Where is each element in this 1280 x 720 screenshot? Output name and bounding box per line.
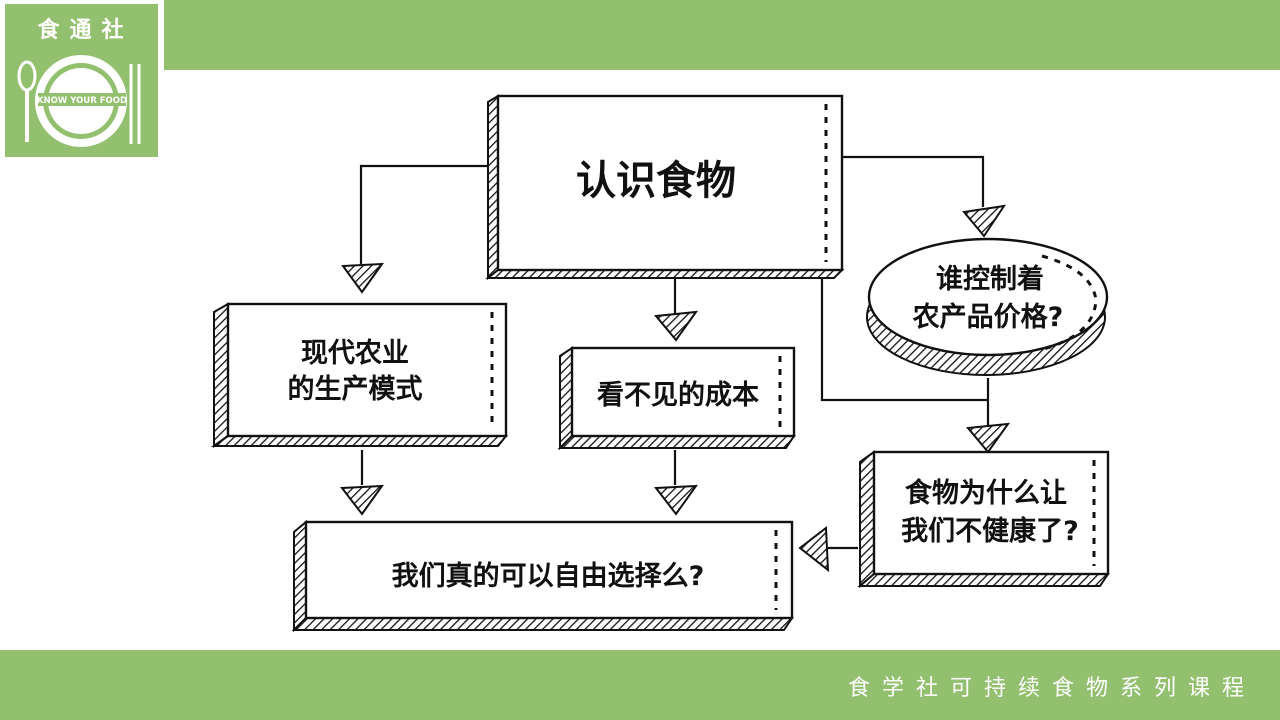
arrow-head-icon: [962, 204, 1007, 238]
flow-diagram: 认识食物 现代农业 的生产模式 看不见的成本 谁控制着 农产品价格? 食物为什么…: [210, 94, 1110, 633]
connector-root-to-price: [842, 155, 985, 207]
logo-tagline: KNOW YOUR FOOD: [37, 96, 127, 106]
node-modern-agriculture: 现代农业 的生产模式: [210, 302, 509, 448]
node-hidden-cost-label: 看不见的成本: [597, 379, 759, 411]
node-price-control-line1: 谁控制着: [936, 263, 1044, 295]
node-free-choice: 我们真的可以自由选择么?: [291, 519, 794, 633]
node-unhealthy-line2: 我们不健康了?: [901, 515, 1079, 547]
connectors: [359, 155, 990, 550]
arrow-head-icon: [654, 484, 699, 516]
node-root: 认识食物: [485, 94, 845, 281]
node-free-choice-label: 我们真的可以自由选择么?: [392, 560, 705, 592]
node-price-control: 谁控制着 农产品价格?: [866, 237, 1109, 376]
arrow-head-icon: [798, 526, 830, 573]
arrow-heads: [340, 204, 1011, 573]
arrow-head-icon: [654, 310, 699, 342]
footer-bar: 食学社可持续食物系列课程: [0, 650, 1280, 720]
connector-root-to-agriculture: [359, 164, 488, 264]
arrow-head-icon: [341, 262, 385, 294]
plate-cutlery-icon: KNOW YOUR FOOD: [17, 55, 141, 147]
node-modern-agriculture-line2: 的生产模式: [288, 373, 423, 405]
node-unhealthy: 食物为什么让 我们不健康了?: [857, 450, 1110, 589]
header-bar: [164, 0, 1280, 70]
logo-title: 食通社: [37, 17, 134, 43]
arrow-head-icon: [966, 422, 1011, 454]
node-modern-agriculture-line1: 现代农业: [301, 338, 409, 369]
logo: KNOW YOUR FOOD 食通社: [5, 4, 158, 157]
node-unhealthy-line1: 食物为什么让: [905, 477, 1067, 509]
node-hidden-cost: 看不见的成本: [557, 346, 796, 451]
node-root-label: 认识食物: [576, 158, 736, 204]
arrow-head-icon: [340, 484, 385, 516]
connector-root-to-unhealthy-branch: [820, 277, 988, 402]
footer-text: 食学社可持续食物系列课程: [847, 676, 1256, 701]
node-price-control-line2: 农产品价格?: [912, 302, 1064, 333]
